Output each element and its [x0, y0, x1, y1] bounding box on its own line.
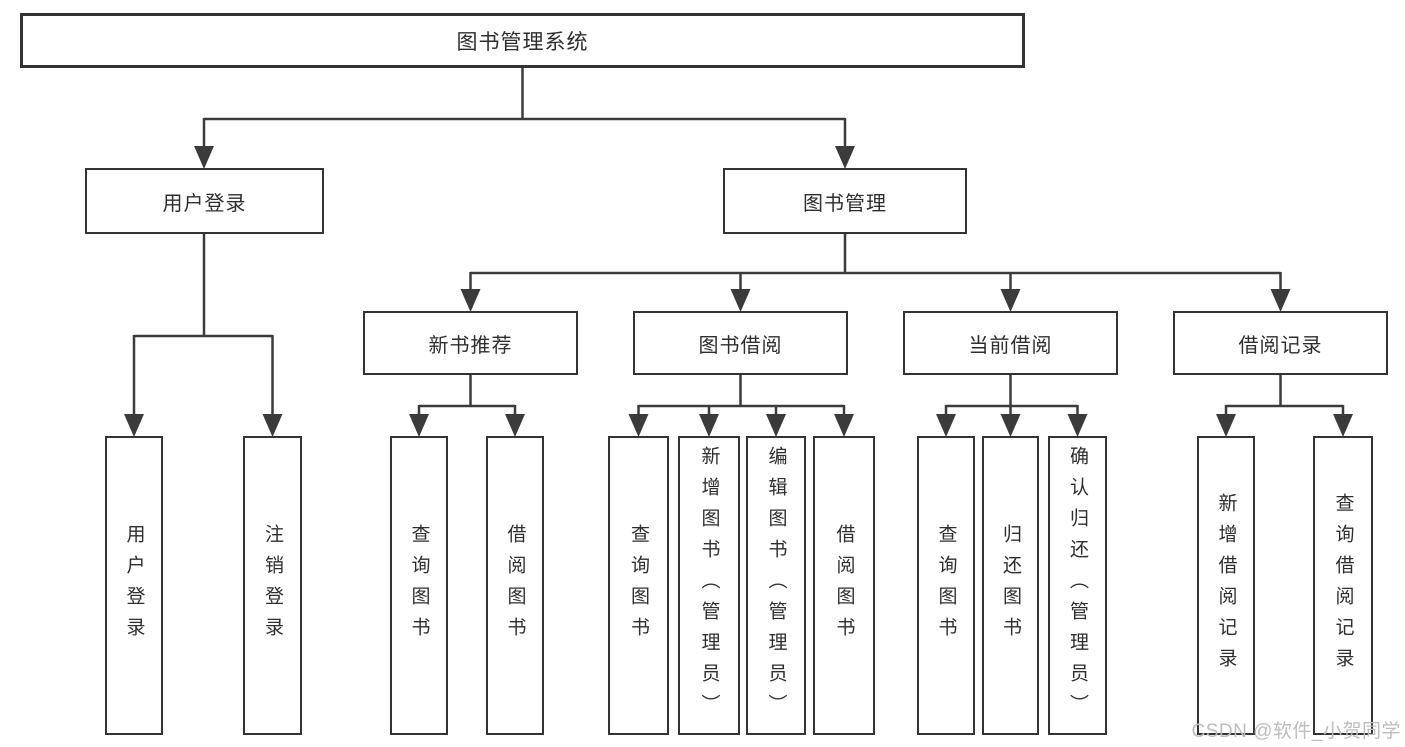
node-book-borrowing: 图书借阅: [633, 311, 848, 375]
node-new-book-recommendation: 新书推荐: [363, 311, 578, 375]
leaf-records-query-record: 查询借阅记录: [1313, 436, 1373, 735]
leaf-recommend-query-books: 查询图书: [390, 436, 448, 735]
leaf-current-return-books: 归还图书: [982, 436, 1039, 735]
leaf-borrow-edit-books-admin: 编辑图书（管理员）: [746, 436, 806, 735]
leaf-current-confirm-return-admin: 确认归还（管理员）: [1048, 436, 1107, 735]
leaf-records-add-record: 新增借阅记录: [1197, 436, 1255, 735]
leaf-current-query-books: 查询图书: [917, 436, 975, 735]
node-library-management-system: 图书管理系统: [20, 13, 1025, 68]
node-user-login: 用户登录: [85, 168, 324, 234]
leaf-recommend-borrow-books: 借阅图书: [486, 436, 544, 735]
node-current-borrowing: 当前借阅: [903, 311, 1118, 375]
leaf-borrow-query-books: 查询图书: [608, 436, 669, 735]
leaf-logout: 注销登录: [243, 436, 302, 735]
leaf-user-login: 用户登录: [105, 436, 163, 735]
node-borrowing-records: 借阅记录: [1173, 311, 1388, 375]
node-book-management: 图书管理: [723, 168, 967, 234]
csdn-watermark: CSDN @软件_小贺同学: [1191, 721, 1401, 742]
leaf-borrow-borrow-books: 借阅图书: [813, 436, 875, 735]
leaf-borrow-add-books-admin: 新增图书（管理员）: [678, 436, 740, 735]
